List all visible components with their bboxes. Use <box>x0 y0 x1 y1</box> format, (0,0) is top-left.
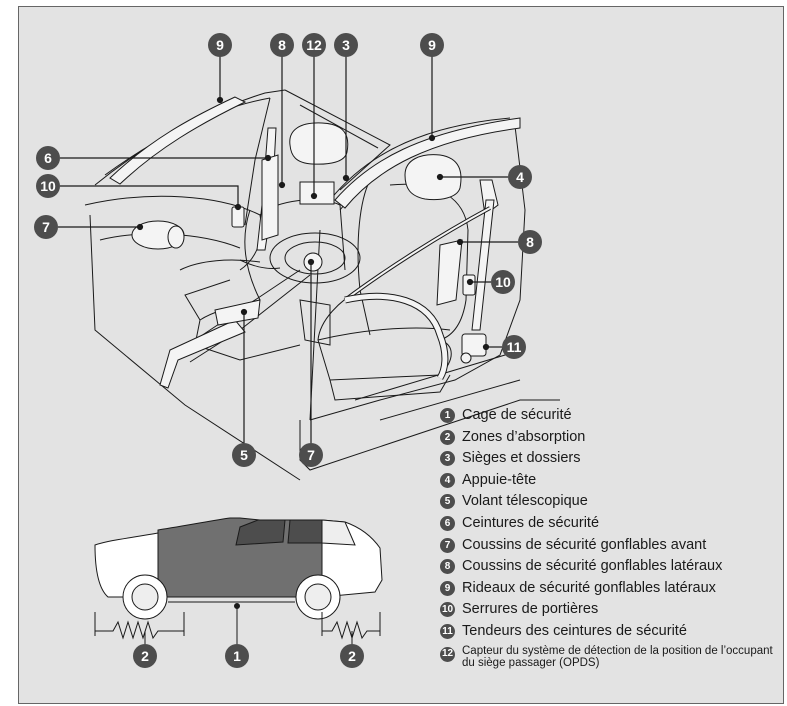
callout-8-b: 8 <box>518 230 542 254</box>
steering-adjuster <box>214 299 261 326</box>
legend-label: Coussins de sécurité gonflables latéraux <box>462 558 723 575</box>
callout-9-b: 9 <box>420 33 444 57</box>
svg-text:8: 8 <box>526 234 534 250</box>
svg-text:12: 12 <box>306 37 322 53</box>
exterior-car <box>94 517 383 620</box>
svg-text:5: 5 <box>240 447 248 463</box>
legend-number: 9 <box>440 580 455 596</box>
legend-item-10: 10 Serrures de portières <box>440 601 785 623</box>
callout-10-a: 10 <box>36 174 60 198</box>
legend-number: 7 <box>440 537 455 553</box>
legend-item-1: 1 Cage de sécurité <box>440 407 785 429</box>
legend-number: 6 <box>440 515 455 531</box>
front-airbags <box>131 220 323 272</box>
svg-text:2: 2 <box>348 648 356 664</box>
callout-7-a: 7 <box>34 215 58 239</box>
belt-tensioner <box>460 333 487 364</box>
callout-7-b: 7 <box>299 443 323 467</box>
svg-text:4: 4 <box>516 169 524 185</box>
svg-text:1: 1 <box>233 648 241 664</box>
legend-number: 10 <box>440 602 455 618</box>
callout-9-a: 9 <box>208 33 232 57</box>
svg-text:10: 10 <box>40 178 56 194</box>
side-airbags <box>261 154 463 306</box>
svg-text:3: 3 <box>342 37 350 53</box>
legend-item-12: 12 Capteur du système de détection de la … <box>440 645 785 675</box>
legend-label: Sièges et dossiers <box>462 450 581 467</box>
svg-text:8: 8 <box>278 37 286 53</box>
callout-5: 5 <box>232 443 256 467</box>
svg-text:9: 9 <box>216 37 224 53</box>
legend-label: Serrures de portières <box>462 601 599 618</box>
callout-8-a: 8 <box>270 33 294 57</box>
callout-4: 4 <box>508 165 532 189</box>
legend-item-2: 2 Zones d’absorption <box>440 429 785 451</box>
svg-text:2: 2 <box>141 648 149 664</box>
svg-text:10: 10 <box>495 274 511 290</box>
callout-10-b: 10 <box>491 270 515 294</box>
svg-text:7: 7 <box>42 219 50 235</box>
svg-text:11: 11 <box>507 339 522 355</box>
legend-number: 1 <box>440 408 455 423</box>
legend-label: Capteur du système de détection de la po… <box>462 644 773 669</box>
leader-lines <box>58 56 518 443</box>
headrests <box>289 122 462 201</box>
callout-3: 3 <box>334 33 358 57</box>
legend-number: 12 <box>440 646 455 662</box>
legend-label: Zones d’absorption <box>462 428 586 445</box>
legend-label: Coussins de sécurité gonflables avant <box>462 536 707 553</box>
crumple-zones <box>94 603 381 644</box>
legend-item-4: 4 Appuie-tête <box>440 472 785 494</box>
legend-number: 2 <box>440 429 455 445</box>
svg-text:6: 6 <box>44 150 52 166</box>
legend-number: 4 <box>440 472 455 488</box>
legend-label: Appuie-tête <box>462 471 537 488</box>
legend-number: 3 <box>440 451 455 467</box>
callouts: 9 8 12 3 9 6 10 7 4 8 10 11 5 7 2 1 2 <box>34 33 542 668</box>
legend-label: Volant télescopique <box>462 493 588 510</box>
legend-label: Tendeurs des ceintures de sécurité <box>462 622 687 639</box>
callout-11: 11 <box>502 335 526 359</box>
legend-label: Ceintures de sécurité <box>462 514 600 531</box>
legend-item-8: 8 Coussins de sécurité gonflables latérau… <box>440 558 785 580</box>
legend-item-5: 5 Volant télescopique <box>440 493 785 515</box>
legend-item-11: 11 Tendeurs des ceintures de sécurité <box>440 623 785 645</box>
legend-number: 8 <box>440 559 455 575</box>
callout-2-b: 2 <box>340 644 364 668</box>
callout-12: 12 <box>302 33 326 57</box>
opds-sensor <box>299 181 335 205</box>
callout-1: 1 <box>225 644 249 668</box>
legend-item-9: 9 Rideaux de sécurité gonflables latéraux <box>440 580 785 602</box>
callout-6: 6 <box>36 146 60 170</box>
legend-number: 5 <box>440 494 455 510</box>
svg-text:9: 9 <box>428 37 436 53</box>
legend-number: 11 <box>440 623 455 639</box>
svg-text:7: 7 <box>307 447 315 463</box>
legend-item-7: 7 Coussins de sécurité gonflables avant <box>440 537 785 559</box>
legend-label: Cage de sécurité <box>462 407 572 423</box>
legend-label: Rideaux de sécurité gonflables latéraux <box>462 579 716 596</box>
legend-item-3: 3 Sièges et dossiers <box>440 450 785 472</box>
callout-2-a: 2 <box>133 644 157 668</box>
legend-item-6: 6 Ceintures de sécurité <box>440 515 785 537</box>
